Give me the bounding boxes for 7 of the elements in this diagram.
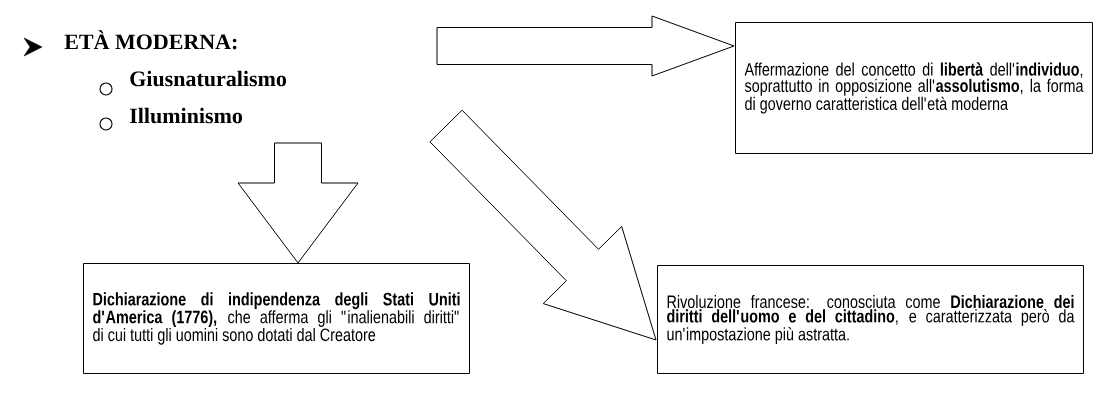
block-arrow — [237, 142, 359, 264]
bullet-list: ETÀ MODERNA: Giusnaturalismo Illuminismo — [64, 30, 287, 124]
text-box: Affermazione del concetto di libertà dell'individuo, soprattutto in opposizione all'assolutismo, la forma di governo caratteristica dell'età moderna — [735, 22, 1093, 154]
text-box: Rivoluzione francese: conosciuta come Dichiarazione dei diritti dell'uomo e del cittadino, e caratterizzata però da un'impostazione più astratta. — [657, 265, 1084, 374]
block-arrow — [436, 15, 735, 77]
block-arrow — [429, 109, 657, 341]
text-box: Dichiarazione di indipendenza degli Stati Uniti d'America (1776), che afferma gli "inalienabili diritti" di cui tutti gli uomini sono dotati dal Creatore — [83, 263, 470, 374]
